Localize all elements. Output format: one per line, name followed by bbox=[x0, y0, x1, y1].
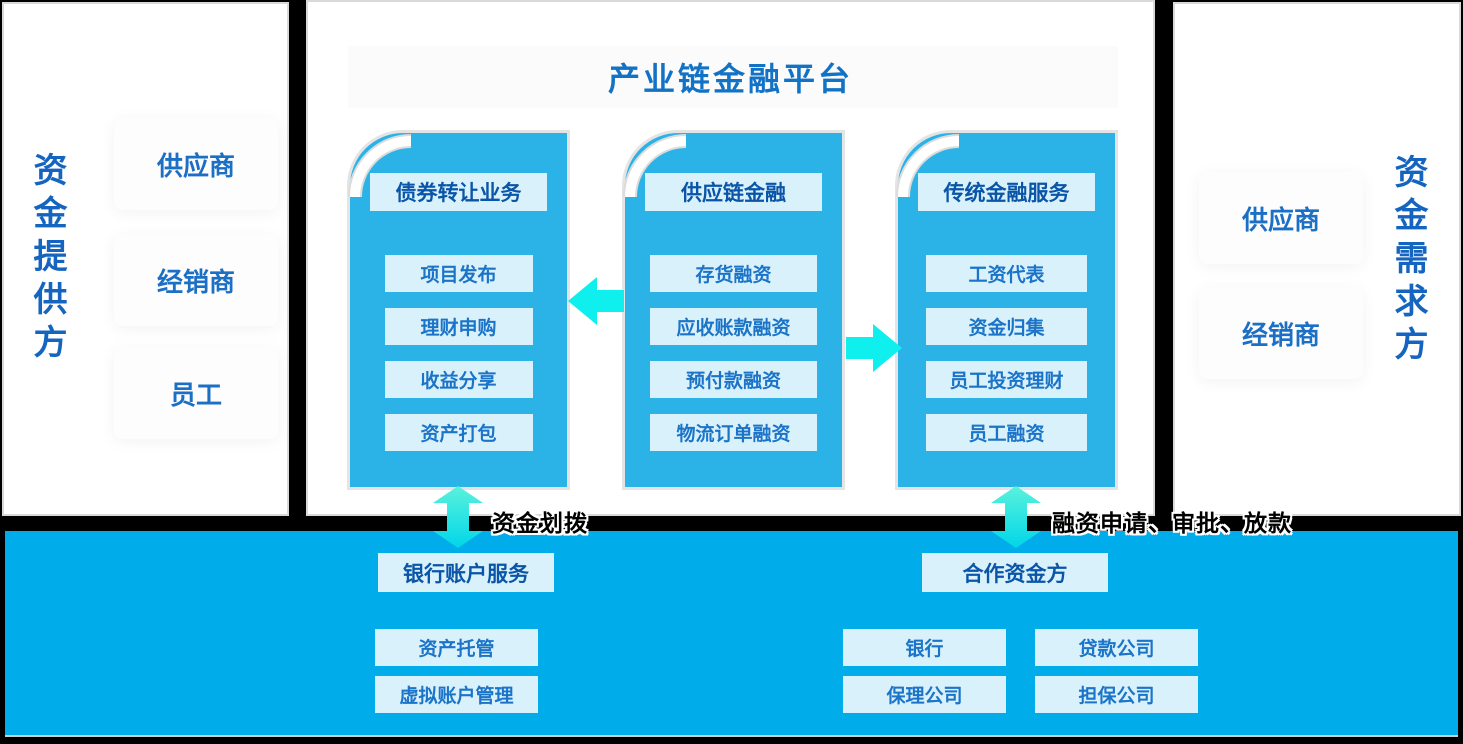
list-item: 收益分享 bbox=[384, 361, 533, 398]
card-bond-transfer-items: 项目发布 理财申购 收益分享 资产打包 bbox=[350, 255, 567, 467]
list-item: 预付款融资 bbox=[650, 361, 817, 398]
list-item: 资金归集 bbox=[926, 308, 1087, 345]
list-item: 保理公司 bbox=[843, 676, 1006, 713]
card-bond-transfer-header: 债券转让业务 bbox=[370, 173, 547, 211]
fund-demanders-title: 资金需求方 bbox=[1389, 154, 1427, 369]
provider-card-supplier: 供应商 bbox=[114, 118, 278, 210]
corner-arc-icon bbox=[896, 134, 960, 198]
partner-funders-header: 合作资金方 bbox=[922, 553, 1108, 592]
demander-card-distributor: 经销商 bbox=[1199, 287, 1363, 379]
platform-panel: 产业链金融平台 债券转让业务 项目发布 理财申购 收益分享 资产打包 供应链金融 bbox=[306, 0, 1155, 516]
platform-title: 产业链金融平台 bbox=[607, 61, 853, 97]
list-item: 银行 bbox=[843, 629, 1006, 666]
platform-title-band bbox=[348, 46, 1118, 108]
list-item: 担保公司 bbox=[1035, 676, 1198, 713]
arrow-right-icon bbox=[846, 324, 902, 372]
list-item: 应收账款融资 bbox=[650, 308, 817, 345]
corner-arc-icon bbox=[348, 134, 412, 198]
list-item: 项目发布 bbox=[384, 255, 533, 292]
demander-distributor-label: 经销商 bbox=[1241, 319, 1320, 350]
double-arrow-up-down-icon bbox=[433, 486, 483, 548]
fund-demanders-panel: 供应商 经销商 资金需求方 bbox=[1173, 2, 1461, 516]
fund-providers-panel: 资金提供方 供应商 经销商 员工 bbox=[2, 2, 289, 516]
list-item: 资产托管 bbox=[375, 629, 538, 666]
provider-distributor-label: 经销商 bbox=[156, 266, 235, 297]
provider-supplier-label: 供应商 bbox=[156, 150, 235, 181]
demander-card-supplier: 供应商 bbox=[1199, 172, 1363, 264]
card-traditional-finance-items: 工资代表 资金归集 员工投资理财 员工融资 bbox=[898, 255, 1115, 467]
fund-transfer-label: 资金划拨 bbox=[492, 510, 588, 536]
financing-flow-label: 融资申请、审批、放款 bbox=[1052, 510, 1292, 536]
list-item: 员工融资 bbox=[926, 414, 1087, 451]
card-traditional-finance-header: 传统金融服务 bbox=[918, 173, 1095, 211]
list-item: 理财申购 bbox=[384, 308, 533, 345]
bank-account-services-header: 银行账户服务 bbox=[378, 553, 554, 592]
list-item: 员工投资理财 bbox=[926, 361, 1087, 398]
provider-employee-label: 员工 bbox=[169, 379, 222, 410]
card-supply-chain-items: 存货融资 应收账款融资 预付款融资 物流订单融资 bbox=[625, 255, 842, 467]
demander-supplier-label: 供应商 bbox=[1241, 204, 1320, 235]
card-supply-chain-header: 供应链金融 bbox=[645, 173, 822, 211]
corner-arc-icon bbox=[623, 134, 687, 198]
provider-card-employee: 员工 bbox=[114, 347, 278, 439]
card-bond-transfer: 债券转让业务 项目发布 理财申购 收益分享 资产打包 bbox=[347, 130, 570, 490]
list-item: 物流订单融资 bbox=[650, 414, 817, 451]
card-traditional-finance: 传统金融服务 工资代表 资金归集 员工投资理财 员工融资 bbox=[895, 130, 1118, 490]
arrow-left-icon bbox=[568, 277, 624, 325]
list-item: 工资代表 bbox=[926, 255, 1087, 292]
bottom-services-band bbox=[5, 531, 1458, 737]
list-item: 资产打包 bbox=[384, 414, 533, 451]
list-item: 虚拟账户管理 bbox=[375, 676, 538, 713]
list-item: 贷款公司 bbox=[1035, 629, 1198, 666]
double-arrow-up-down-icon bbox=[991, 486, 1041, 548]
provider-card-distributor: 经销商 bbox=[114, 234, 278, 326]
list-item: 存货融资 bbox=[650, 255, 817, 292]
card-supply-chain-finance: 供应链金融 存货融资 应收账款融资 预付款融资 物流订单融资 bbox=[622, 130, 845, 490]
fund-providers-title: 资金提供方 bbox=[28, 152, 66, 367]
